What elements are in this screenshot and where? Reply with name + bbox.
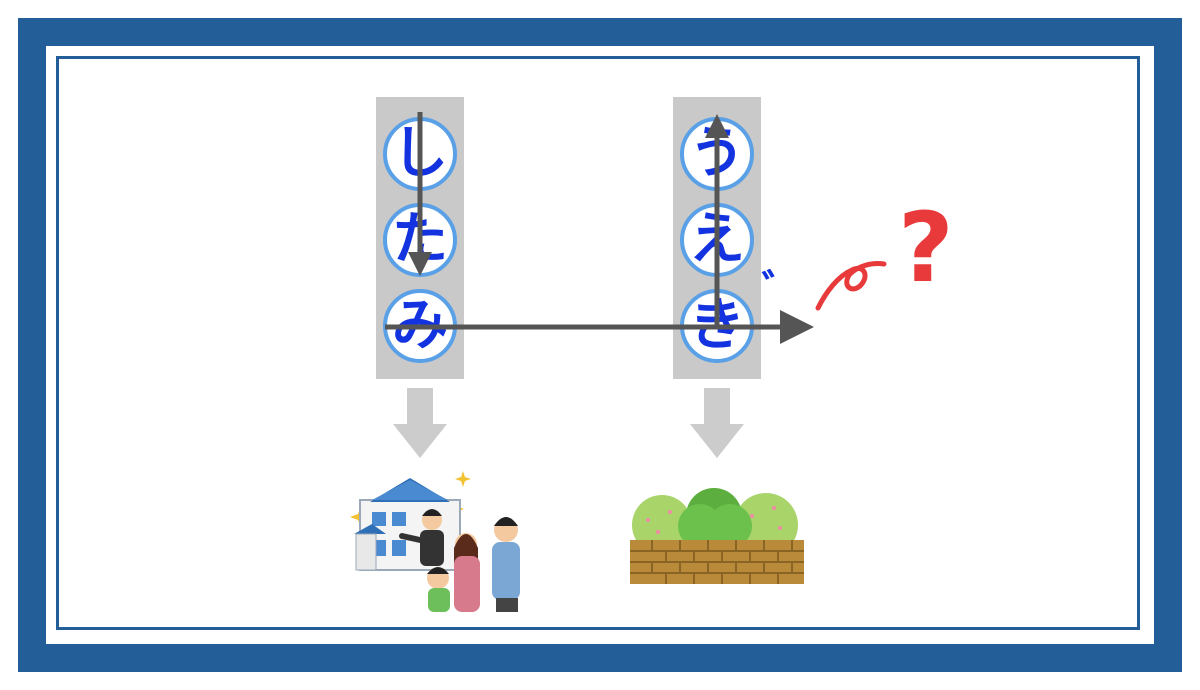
family-house-illustration (350, 471, 520, 612)
result-arrow-left (393, 388, 447, 458)
result-arrow-right (690, 388, 744, 458)
down-arrow (408, 112, 432, 276)
inner-border (56, 56, 1140, 630)
question-mark: ? (898, 192, 954, 304)
up-arrow (705, 114, 729, 326)
right-arrow (385, 310, 814, 344)
dakuten-mark: ゛ (762, 267, 802, 313)
content-panel (46, 46, 1154, 644)
red-swirl (815, 261, 887, 311)
hedge-wall-illustration (630, 488, 804, 584)
